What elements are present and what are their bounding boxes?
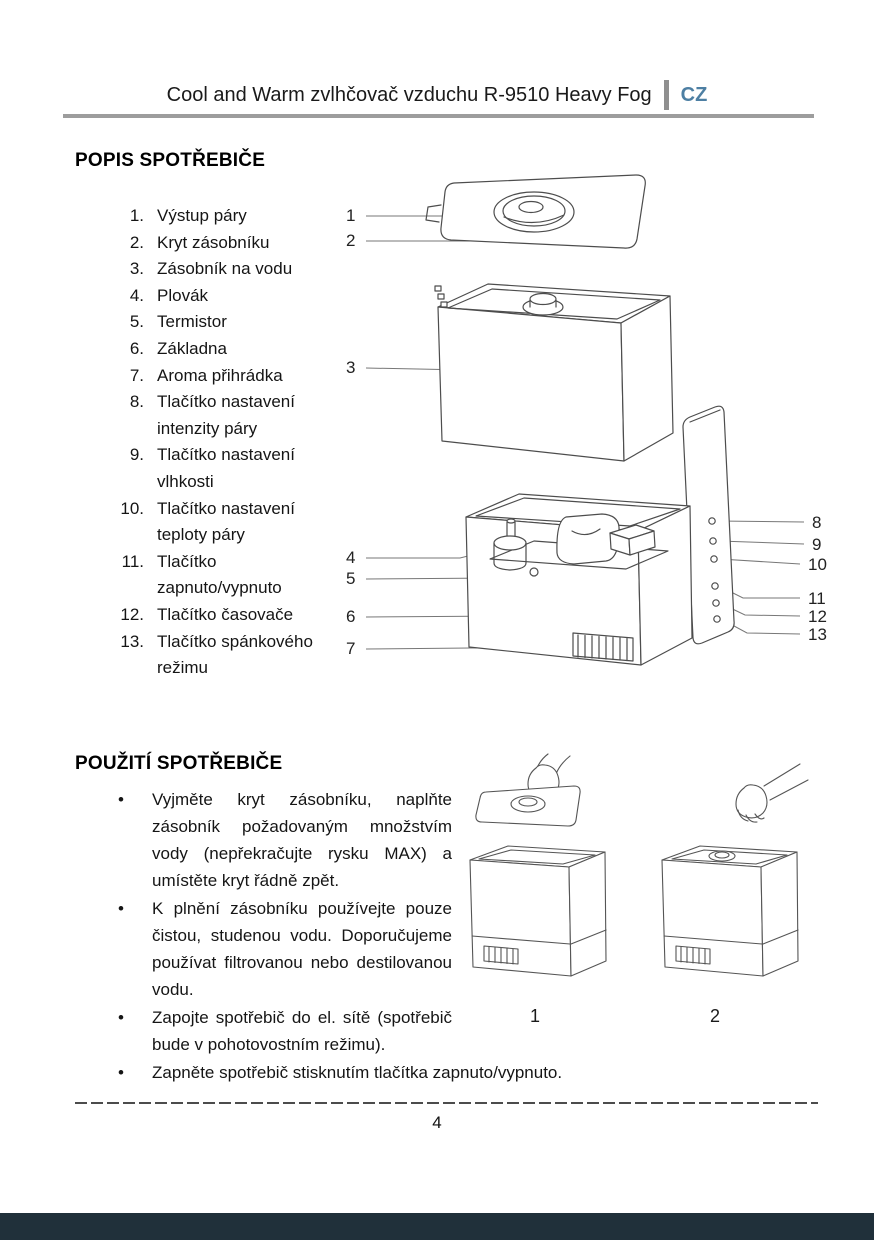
parts-list-item: 10. Tlačítko nastavení teploty páry [108, 496, 342, 549]
parts-list-item: 9. Tlačítko nastavení vlhkosti [108, 442, 342, 495]
item-label: Tlačítko časovače [157, 604, 294, 624]
item-label: Tlačítko nastavení vlhkosti [157, 445, 295, 491]
exploded-diagram: 1 2 3 4 5 6 7 8 9 10 11 12 13 [338, 165, 843, 700]
diagram-callout-8: 8 [812, 513, 822, 532]
usage-bullet-text: Vyjměte kryt zásobníku, naplňte zásobník… [152, 790, 452, 890]
item-number: 13. [120, 631, 144, 651]
header-divider [663, 80, 669, 110]
parts-list: 1. Výstup páry 2. Kryt zásobníku 3. Zásobní… [108, 203, 342, 682]
item-number: 3. [129, 259, 144, 279]
item-label: Výstup páry [157, 206, 247, 225]
diagram-callout-10: 10 [808, 555, 827, 574]
usage-bullet: K plnění zásobníku používejte pouze čist… [118, 895, 452, 1003]
figure-2-drawing [661, 763, 809, 977]
diagram-callout-2: 2 [346, 231, 356, 250]
parts-list-item: 3. Zásobník na vodu [108, 256, 342, 283]
diagram-callout-12: 12 [808, 607, 827, 626]
item-label: Tlačítko nastavení teploty páry [157, 498, 295, 545]
usage-bullet-text: K plnění zásobníku používejte pouze čist… [152, 899, 452, 999]
diagram-callout-13: 13 [808, 625, 827, 644]
diagram-callout-4: 4 [346, 548, 356, 567]
item-number: 1. [129, 206, 144, 225]
diagram-callout-3: 3 [346, 358, 356, 377]
exploded-view-drawing [365, 174, 805, 666]
figure-label-1: 1 [530, 1006, 541, 1026]
diagram-callout-6: 6 [346, 607, 356, 626]
parts-list-item: 2. Kryt zásobníku [108, 230, 342, 257]
parts-list-item: 13. Tlačítko spánkového režimu [108, 629, 342, 682]
item-label: Tlačítko spánkového režimu [157, 631, 313, 678]
bullet-marker [118, 786, 152, 894]
item-number: 12. [120, 604, 144, 624]
diagram-callout-1: 1 [346, 206, 356, 225]
page-number: 4 [432, 1113, 442, 1132]
item-number: 6. [129, 338, 144, 358]
item-label: Termistor [157, 312, 227, 332]
item-label: Základna [157, 338, 227, 358]
parts-list-item: 8. Tlačítko nastavení intenzity páry [108, 389, 342, 442]
parts-list-item: 4. Plovák [108, 283, 342, 310]
parts-list-item: 6. Základna [108, 336, 342, 363]
usage-bullet: Zapojte spotřebič do el. sítě (spotřebič… [118, 1004, 452, 1058]
page-header: Cool and Warm zvlhčovač vzduchu R-9510 H… [0, 80, 874, 110]
item-number: 10. [120, 498, 144, 518]
parts-list-item: 5. Termistor [108, 309, 342, 336]
parts-list-item: 1. Výstup páry [108, 203, 342, 230]
diagram-callout-11: 11 [808, 589, 826, 608]
document-title: Cool and Warm zvlhčovač vzduchu R-9510 H… [166, 83, 652, 106]
item-number: 7. [129, 365, 144, 385]
item-label: Zásobník na vodu [157, 259, 293, 279]
usage-bullet: Vyjměte kryt zásobníku, naplňte zásobník… [118, 786, 452, 894]
lid-drawing [425, 174, 646, 249]
control-panel-drawing [682, 405, 735, 645]
item-label: Tlačítko zapnuto/vypnuto [157, 551, 282, 598]
bottom-bar [0, 1213, 874, 1240]
parts-list-item: 7. Aroma přihrádka [108, 363, 342, 390]
item-label: Tlačítko nastavení intenzity páry [157, 392, 295, 438]
section-heading-usage: POUŽITÍ SPOTŘEBIČE [75, 753, 283, 774]
usage-figures: 1 2 [452, 750, 834, 1042]
figure-1-drawing [469, 753, 607, 977]
item-number: 8. [129, 392, 144, 412]
usage-bullet-text: Zapojte spotřebič do el. sítě (spotřebič… [152, 1008, 452, 1054]
bullet-marker [118, 895, 152, 1003]
language-badge: CZ [680, 83, 708, 106]
footer-divider [75, 1102, 818, 1104]
item-number: 11. [121, 551, 144, 571]
figure-label-2: 2 [710, 1006, 721, 1026]
parts-list-item: 11. Tlačítko zapnuto/vypnuto [108, 549, 342, 602]
diagram-callout-7: 7 [346, 639, 356, 658]
base-drawing [465, 493, 693, 666]
usage-figures-drawing [469, 753, 809, 977]
item-number: 4. [129, 285, 144, 305]
item-number: 9. [129, 445, 144, 465]
item-number: 5. [129, 312, 144, 332]
section-heading-description: POPIS SPOTŘEBIČE [75, 150, 266, 171]
item-label: Kryt zásobníku [157, 232, 270, 252]
usage-instructions: Vyjměte kryt zásobníku, naplňte zásobník… [118, 786, 562, 1087]
diagram-callout-5: 5 [346, 569, 356, 588]
usage-bullet: Zapněte spotřebič stisknutím tlačítka za… [118, 1059, 562, 1086]
diagram-callout-9: 9 [812, 535, 822, 554]
tank-drawing [434, 283, 674, 462]
header-rule [63, 114, 814, 118]
item-label: Plovák [157, 285, 209, 305]
item-label: Aroma přihrádka [157, 365, 283, 385]
usage-bullet-text: Zapněte spotřebič stisknutím tlačítka za… [152, 1063, 563, 1082]
parts-list-item: 12. Tlačítko časovače [108, 602, 342, 629]
bullet-marker [118, 1004, 152, 1058]
bullet-marker [118, 1059, 152, 1086]
item-number: 2. [129, 232, 144, 252]
